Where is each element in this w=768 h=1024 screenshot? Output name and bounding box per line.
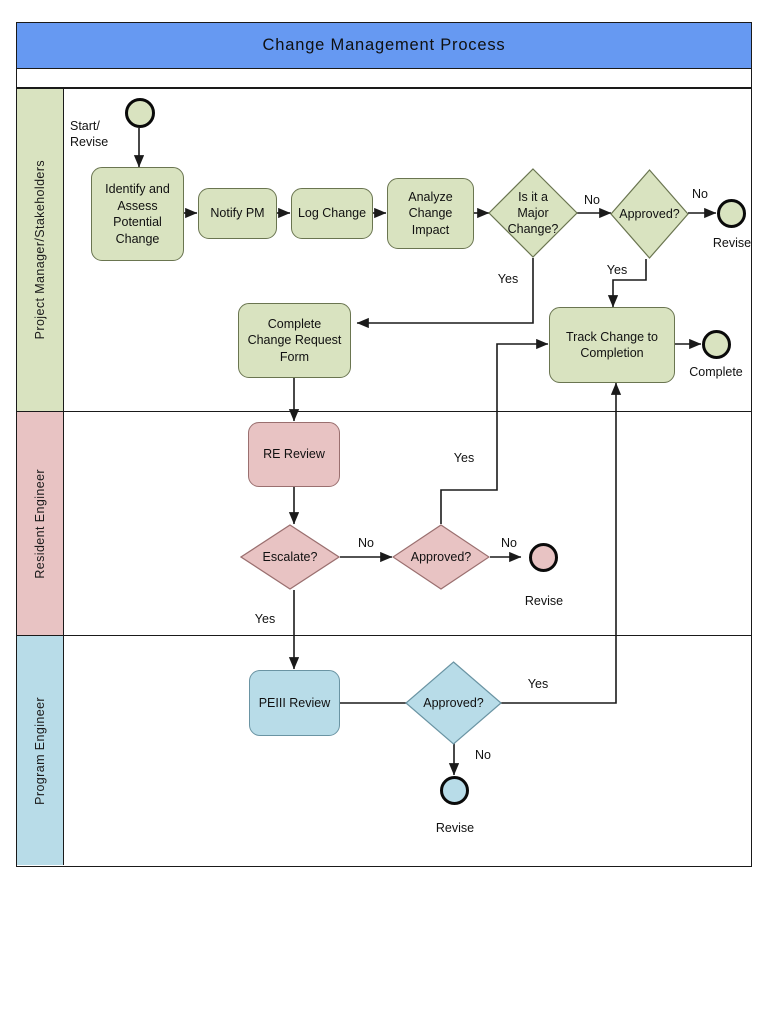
start-event[interactable]	[125, 98, 155, 128]
complete-end-label: Complete	[689, 365, 743, 379]
complete-end-event[interactable]	[702, 330, 731, 359]
node-peiii-review[interactable]: PEIII Review	[249, 670, 340, 736]
edge-label-escalate-yes: Yes	[254, 612, 276, 626]
re-revise-end-event[interactable]	[529, 543, 558, 572]
node-peiii-review-label: PEIII Review	[258, 695, 331, 710]
lane-header-pm: Project Manager/Stakeholders	[17, 89, 64, 411]
node-re-review[interactable]: RE Review	[248, 422, 340, 487]
node-re-review-label: RE Review	[263, 447, 325, 462]
pe-revise-end-event[interactable]	[440, 776, 469, 805]
lane-header-pe: Program Engineer	[17, 636, 64, 865]
node-re-approved[interactable]: Approved?	[391, 524, 491, 590]
pm-revise-end-event[interactable]	[717, 199, 746, 228]
edge-label-re-approved-yes: Yes	[453, 451, 475, 465]
edge-label-pe-approved-no: No	[475, 748, 491, 762]
edge-label-pm-approved-yes: Yes	[606, 263, 628, 277]
lane-header-re: Resident Engineer	[17, 412, 64, 635]
pool-header-strip	[16, 69, 752, 88]
edge-label-pm-approved-no: No	[692, 187, 708, 201]
lane-label-pe: Program Engineer	[33, 696, 47, 805]
edge-label-major-yes: Yes	[497, 272, 519, 286]
node-log-change[interactable]: Log Change	[291, 188, 373, 239]
lane-re: Resident Engineer	[17, 412, 751, 636]
node-notify-pm-label: Notify PM	[210, 206, 265, 221]
lane-pe: Program Engineer	[17, 636, 751, 865]
edge-label-re-approved-no: No	[501, 536, 517, 550]
pm-revise-end-label: Revise	[712, 236, 752, 250]
start-label: Start/Revise	[70, 119, 109, 150]
re-revise-end-label: Revise	[524, 594, 564, 608]
edge-label-pe-approved-yes: Yes	[527, 677, 549, 691]
node-pe-approved[interactable]: Approved?	[405, 661, 502, 745]
swimlane-pool: Project Manager/Stakeholders Resident En…	[16, 88, 752, 867]
lane-pm: Project Manager/Stakeholders	[17, 89, 751, 412]
pe-revise-end-label: Revise	[435, 821, 475, 835]
page-title: Change Management Process	[262, 36, 506, 54]
diagram-title-bar: Change Management Process	[16, 22, 752, 69]
lane-label-re: Resident Engineer	[33, 468, 47, 579]
node-pm-approved[interactable]: Approved?	[610, 169, 689, 259]
node-escalate[interactable]: Escalate?	[239, 524, 341, 590]
lane-label-pm: Project Manager/Stakeholders	[33, 160, 47, 340]
edge-label-escalate-no: No	[358, 536, 374, 550]
node-log-change-label: Log Change	[297, 206, 367, 221]
node-notify-pm[interactable]: Notify PM	[198, 188, 277, 239]
edge-label-major-no: No	[584, 193, 600, 207]
